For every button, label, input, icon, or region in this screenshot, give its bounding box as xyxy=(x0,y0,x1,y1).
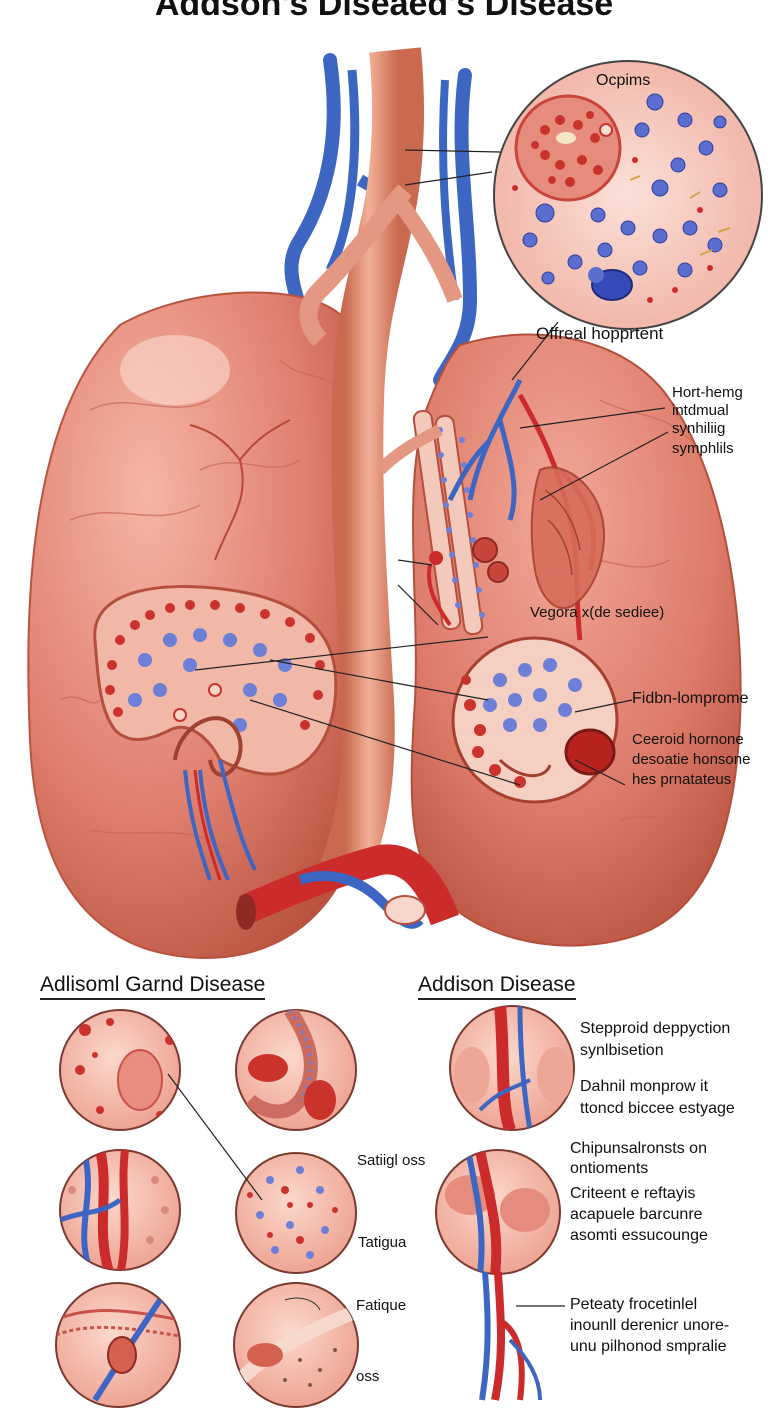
label-left-3: Fatique xyxy=(356,1297,407,1314)
label-left-4: oss xyxy=(356,1368,380,1385)
small-circle-4 xyxy=(235,1152,357,1274)
label-hort-3: synhiliig xyxy=(672,420,726,437)
label-fidbn: Fidbn-lomprome xyxy=(632,690,749,707)
inset-title: Ocpims xyxy=(596,72,651,89)
central-aorta xyxy=(236,47,463,930)
label-offreal: Offreal hopprtent xyxy=(536,324,664,343)
label-left-2: Tatigua xyxy=(358,1234,407,1251)
label-right-3a: Chipunsalronsts on xyxy=(570,1140,707,1157)
right-adrenal-organ xyxy=(410,333,742,947)
label-right-3b: ontioments xyxy=(570,1160,649,1177)
label-right-4c: asomti essucounge xyxy=(570,1227,708,1244)
label-hort-2: intdmual xyxy=(672,402,729,419)
leader-lines xyxy=(194,149,669,786)
small-circle-7 xyxy=(449,1005,575,1131)
label-right-2b: ttoncd biccee estyage xyxy=(580,1100,735,1117)
label-right-5b: inounll derenicr unore- xyxy=(570,1317,730,1334)
page-title: Addson's Diseaed's Disease xyxy=(154,0,614,23)
label-right-1a: Stepproid deppyction xyxy=(580,1020,731,1037)
small-circle-1 xyxy=(59,1009,181,1131)
cell-inset-circle xyxy=(493,60,763,330)
small-circle-3 xyxy=(59,1149,181,1271)
small-circle-6 xyxy=(233,1282,359,1408)
left-adrenal-organ xyxy=(27,291,367,959)
label-right-4b: acapuele barcunre xyxy=(570,1206,703,1223)
label-right-5a: Peteaty frocetinlel xyxy=(570,1296,698,1313)
label-right-2a: Dahnil monprow it xyxy=(580,1078,709,1095)
label-vegora: Vegora x(de sediee) xyxy=(530,604,665,621)
lower-vessel-tail xyxy=(479,1271,542,1401)
label-right-4a: Criteent e reftayis xyxy=(570,1185,696,1202)
label-ceeroid-3: hes prnatateus xyxy=(632,771,732,788)
left-section-title: Adlisoml Garnd Disease xyxy=(40,973,266,1000)
label-hort-4: symphlils xyxy=(672,440,734,457)
right-section-title: Addison Disease xyxy=(418,973,576,1000)
label-ceeroid-1: Ceeroid hornone xyxy=(632,731,744,748)
label-hort-1: Hort-hemg xyxy=(672,384,743,401)
small-circle-2 xyxy=(235,1009,357,1131)
label-right-5c: unu pilhonod smpralie xyxy=(570,1338,727,1355)
label-left-1: Satiigl oss xyxy=(357,1152,426,1169)
small-circle-8 xyxy=(435,1149,561,1275)
label-right-1b: synlbisetion xyxy=(580,1042,664,1059)
tissue-cells-right xyxy=(461,658,582,788)
small-circle-5 xyxy=(55,1282,181,1408)
label-ceeroid-2: desoatie honsone xyxy=(632,751,751,768)
